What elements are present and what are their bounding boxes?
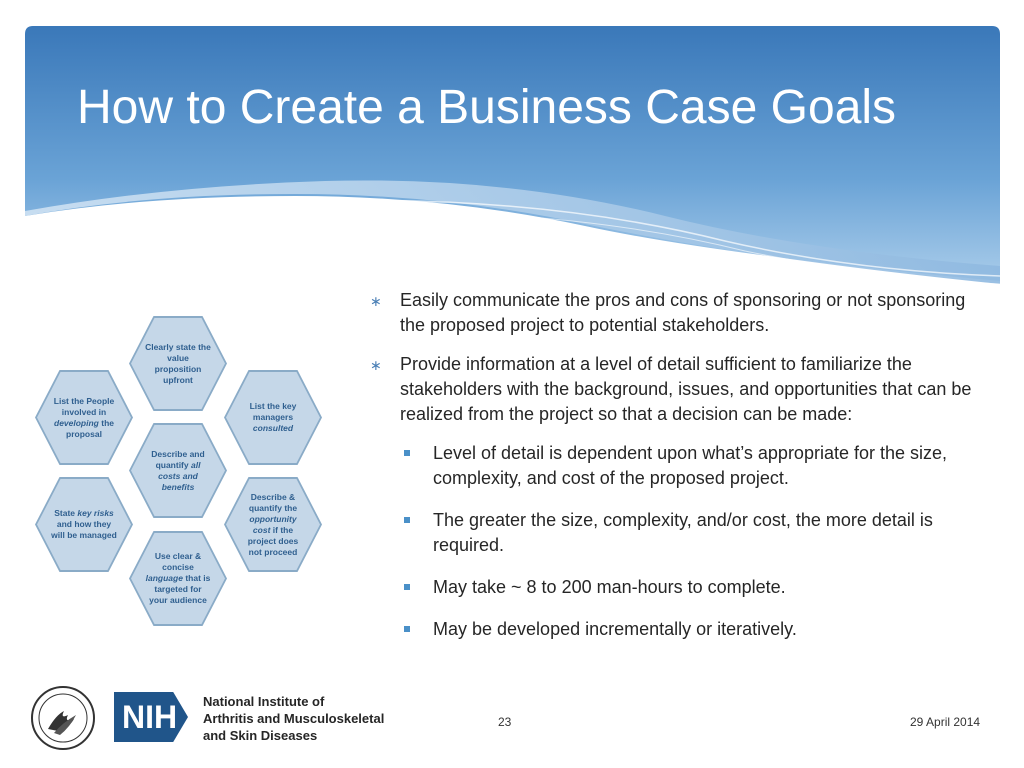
hexagon-label: State key risks and how they will be man… — [51, 508, 117, 540]
hexagon-clear-language: Use clear & concise language that is tar… — [129, 531, 227, 626]
slide-body: ∗ Easily communicate the pros and cons o… — [370, 288, 990, 659]
hexagon-value-proposition: Clearly state the value proposition upfr… — [129, 316, 227, 411]
slide-date: 29 April 2014 — [910, 715, 981, 729]
slide-title: How to Create a Business Case Goals — [77, 81, 897, 134]
square-bullet-icon — [404, 626, 410, 632]
bullet-text: Easily communicate the pros and cons of … — [400, 290, 966, 335]
subbullet-text: The greater the size, complexity, and/or… — [433, 510, 933, 555]
subbullet-item: May be developed incrementally or iterat… — [400, 617, 963, 642]
nih-logo: NIH — [114, 692, 188, 742]
subbullet-text: May be developed incrementally or iterat… — [433, 619, 797, 639]
hexagon-opportunity-cost: Describe & quantify the opportunity cost… — [224, 477, 322, 572]
hexagon-label: Clearly state the value proposition upfr… — [145, 341, 211, 385]
hexagon-label: List the key managers consulted — [249, 401, 297, 433]
institute-name: National Institute of Arthritis and Musc… — [203, 693, 384, 744]
institute-name-line: Arthritis and Musculoskeletal — [203, 711, 385, 726]
asterisk-bullet-icon: ∗ — [370, 293, 382, 309]
bullet-item: ∗ Easily communicate the pros and cons o… — [370, 288, 990, 338]
header-wave-graphic — [25, 26, 1000, 285]
subbullet-item: May take ~ 8 to 200 man-hours to complet… — [400, 575, 963, 600]
business-case-hexagon-diagram: Clearly state the value proposition upfr… — [28, 310, 358, 630]
subbullet-text: May take ~ 8 to 200 man-hours to complet… — [433, 577, 786, 597]
hexagon-label: List the People involved in developing t… — [53, 395, 115, 439]
subbullet-item: Level of detail is dependent upon what’s… — [400, 441, 963, 491]
hexagon-label: Describe and quantify all costs and bene… — [151, 448, 205, 492]
subbullet-text: Level of detail is dependent upon what’s… — [433, 443, 948, 488]
hexagon-costs-benefits: Describe and quantify all costs and bene… — [129, 423, 227, 518]
subbullet-item: The greater the size, complexity, and/or… — [400, 508, 963, 558]
hexagon-label: Describe & quantify the opportunity cost… — [247, 491, 299, 557]
hexagon-people-involved: List the People involved in developing t… — [35, 370, 133, 465]
institute-name-line: National Institute of — [203, 694, 325, 709]
bullet-item: ∗ Provide information at a level of deta… — [370, 352, 990, 427]
square-bullet-icon — [404, 517, 410, 523]
hexagon-key-risks: State key risks and how they will be man… — [35, 477, 133, 572]
page-number: 23 — [498, 715, 512, 729]
header-banner: How to Create a Business Case Goals — [25, 26, 1000, 286]
square-bullet-icon — [404, 584, 410, 590]
asterisk-bullet-icon: ∗ — [370, 357, 382, 373]
square-bullet-icon — [404, 450, 410, 456]
bullet-text: Provide information at a level of detail… — [400, 354, 972, 424]
hexagon-managers-consulted: List the key managers consulted — [224, 370, 322, 465]
institute-name-line: and Skin Diseases — [203, 728, 318, 743]
hhs-eagle-seal-icon — [30, 685, 96, 756]
hexagon-label: Use clear & concise language that is tar… — [145, 551, 211, 605]
